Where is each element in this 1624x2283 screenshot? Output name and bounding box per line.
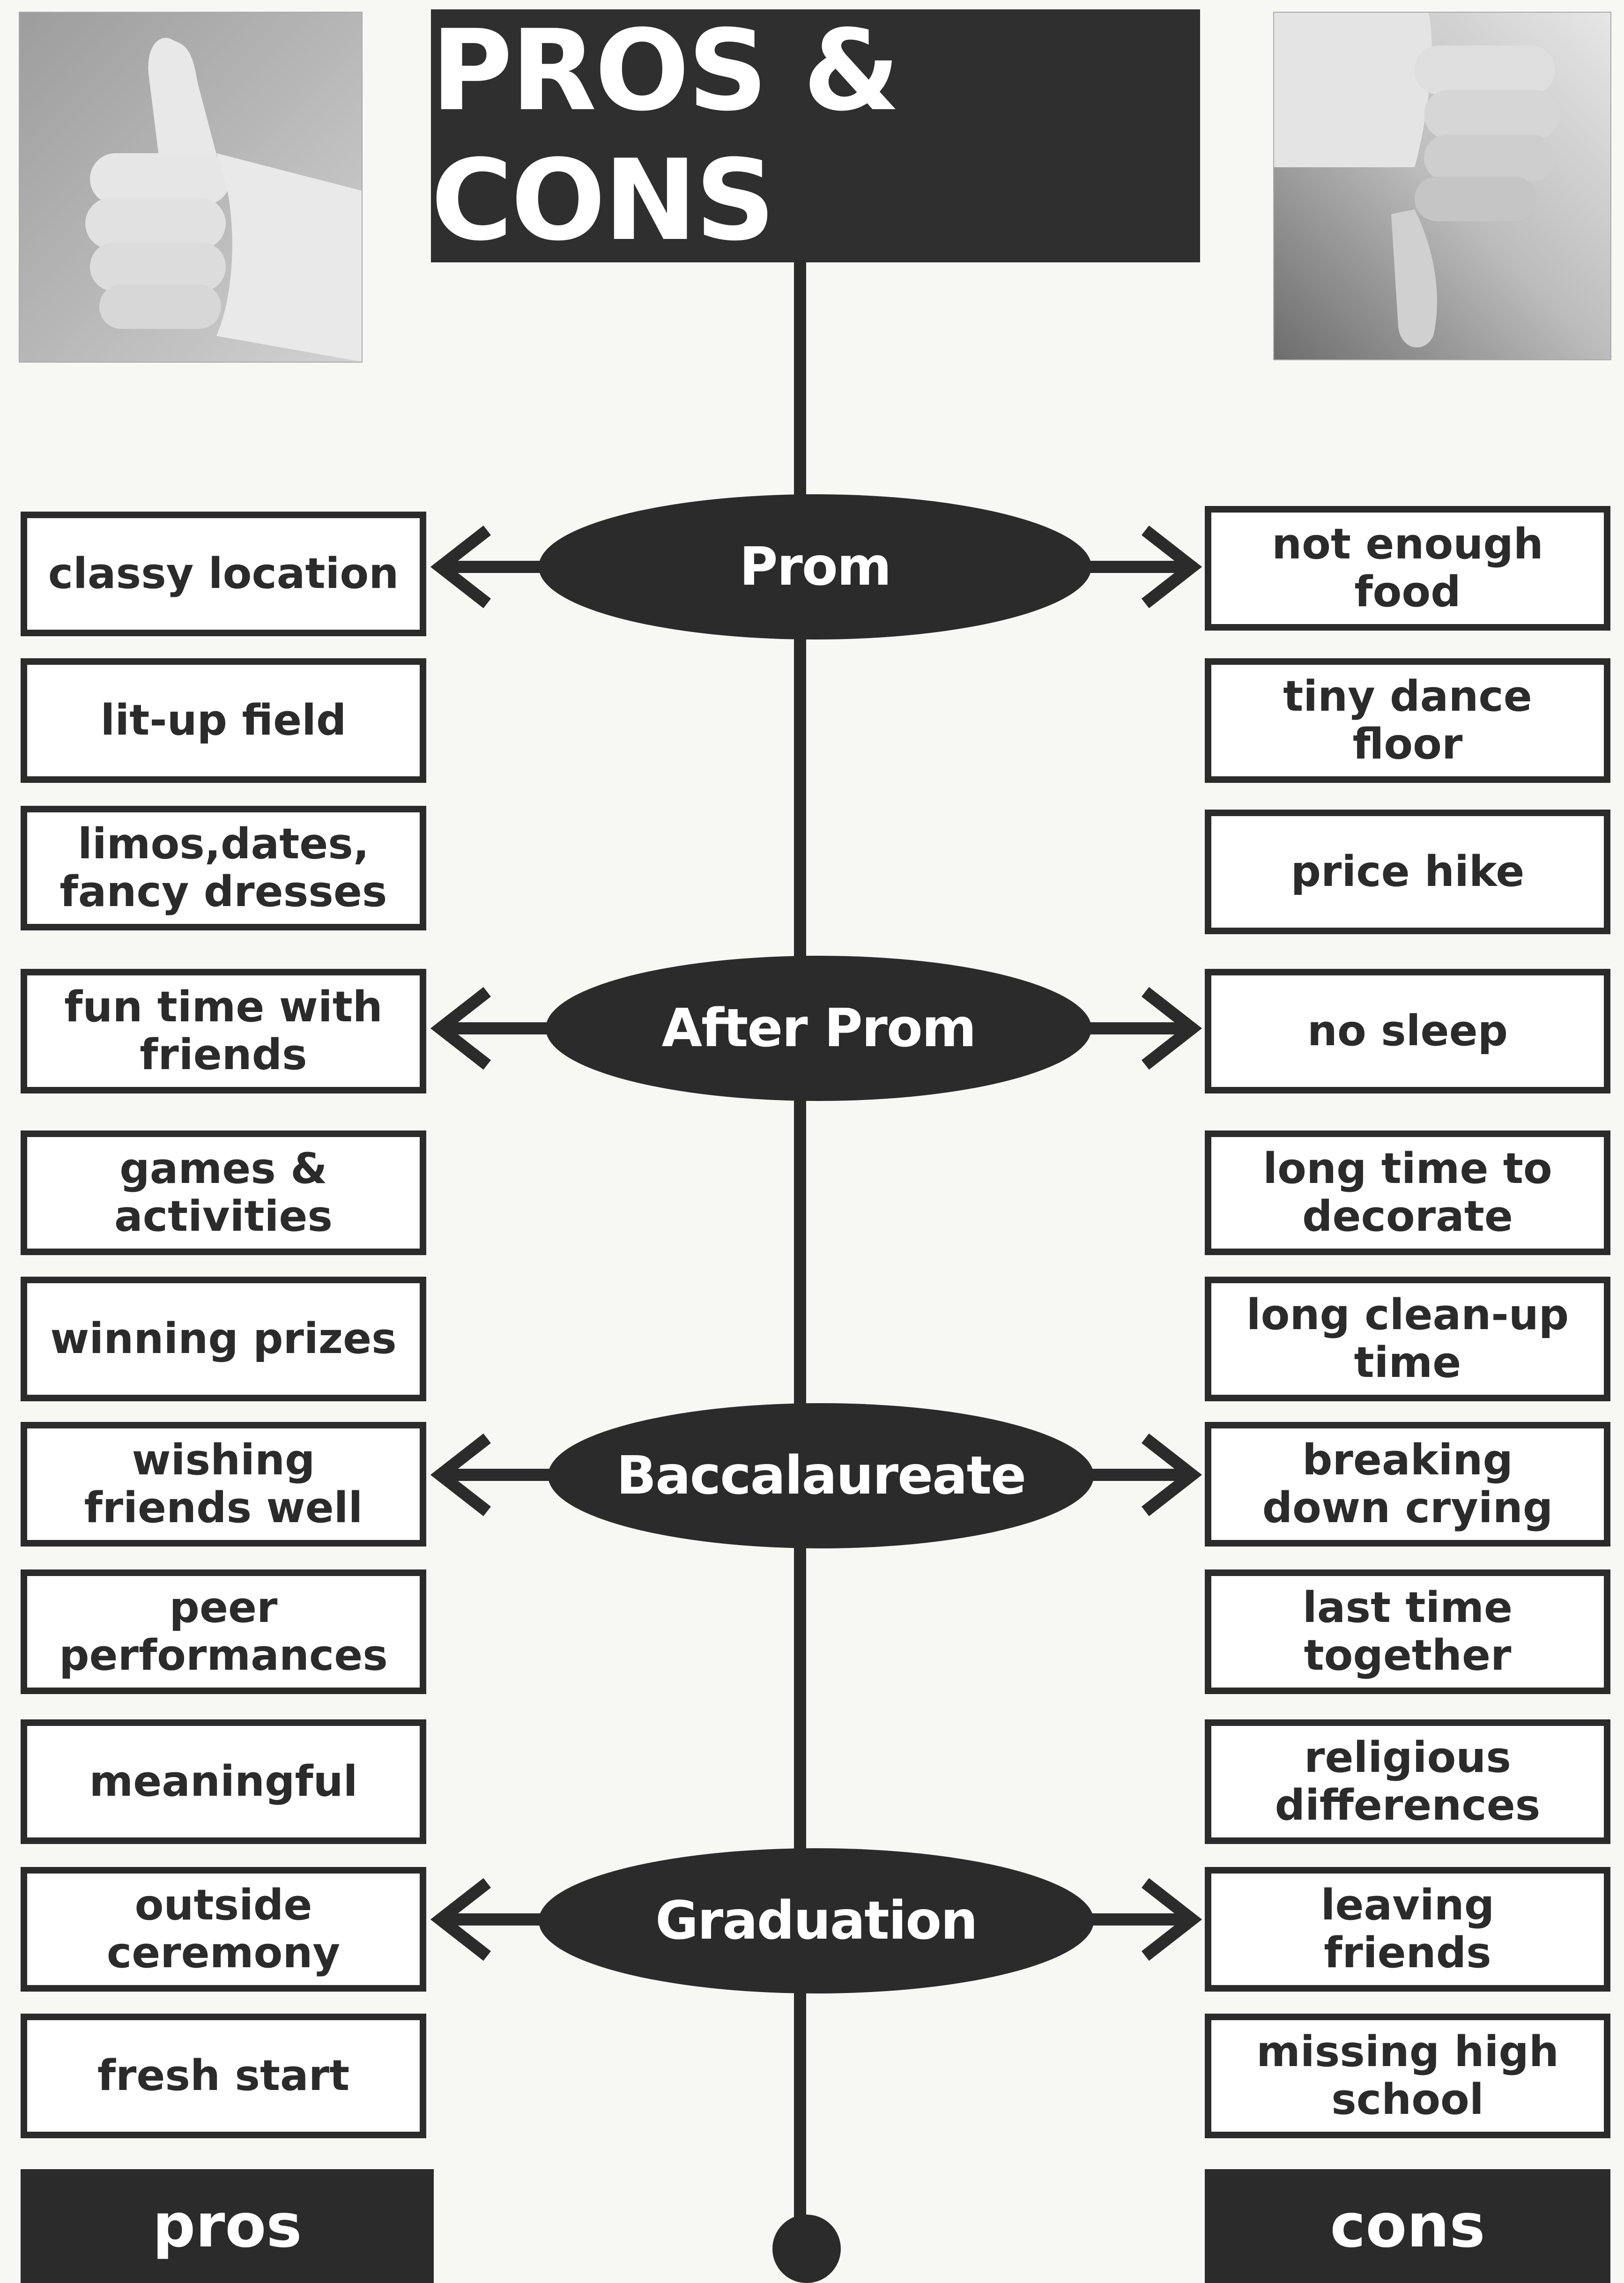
thumbs-down-icon xyxy=(1273,12,1611,360)
prom-pros-arrowhead xyxy=(430,525,491,609)
con-item: long clean-up time xyxy=(1205,1277,1610,1401)
pro-item: winning prizes xyxy=(21,1277,426,1401)
con-item: missing high school xyxy=(1205,2014,1610,2138)
con-item: leaving friends xyxy=(1205,1867,1610,1992)
baccalaureate-pros-arrowhead xyxy=(430,1433,491,1517)
event-prom: Prom xyxy=(539,494,1091,640)
event-baccalaureate: Baccalaureate xyxy=(548,1403,1094,1548)
pro-item: outside ceremony xyxy=(21,1867,426,1992)
con-item: not enough food xyxy=(1205,506,1610,631)
graduation-cons-arrowhead xyxy=(1142,1878,1202,1961)
timeline-end-dot xyxy=(772,2215,841,2283)
graduation-pros-arrowhead xyxy=(430,1878,491,1961)
pro-item: peer performances xyxy=(21,1569,426,1694)
event-graduation: Graduation xyxy=(539,1848,1094,1993)
con-item: religious differences xyxy=(1205,1719,1610,1844)
pro-item: fresh start xyxy=(21,2014,426,2138)
cons-label: cons xyxy=(1205,2169,1610,2283)
pro-item: classy location xyxy=(21,512,426,636)
pro-item: limos,dates, fancy dresses xyxy=(21,806,426,930)
con-item: price hike xyxy=(1205,810,1610,934)
pro-item: meaningful xyxy=(21,1719,426,1844)
pro-item: wishing friends well xyxy=(21,1422,426,1547)
pros-label: pros xyxy=(21,2169,434,2283)
con-item: no sleep xyxy=(1205,969,1610,1093)
page-title: PROS & CONS xyxy=(431,6,1200,266)
after-prom-pros-arrowhead xyxy=(430,987,491,1070)
thumbs-up-icon xyxy=(19,12,363,363)
con-item: tiny dance floor xyxy=(1205,658,1610,783)
event-after-prom: After Prom xyxy=(546,956,1091,1101)
after-prom-cons-arrowhead xyxy=(1142,987,1202,1070)
con-item: long time to decorate xyxy=(1205,1130,1610,1255)
pro-item: lit-up field xyxy=(21,658,426,783)
prom-cons-arrowhead xyxy=(1142,525,1202,609)
pro-item: games & activities xyxy=(21,1130,426,1255)
pro-item: fun time with friends xyxy=(21,969,426,1093)
baccalaureate-cons-arrowhead xyxy=(1142,1433,1202,1517)
con-item: breaking down crying xyxy=(1205,1422,1610,1547)
con-item: last time together xyxy=(1205,1569,1610,1694)
